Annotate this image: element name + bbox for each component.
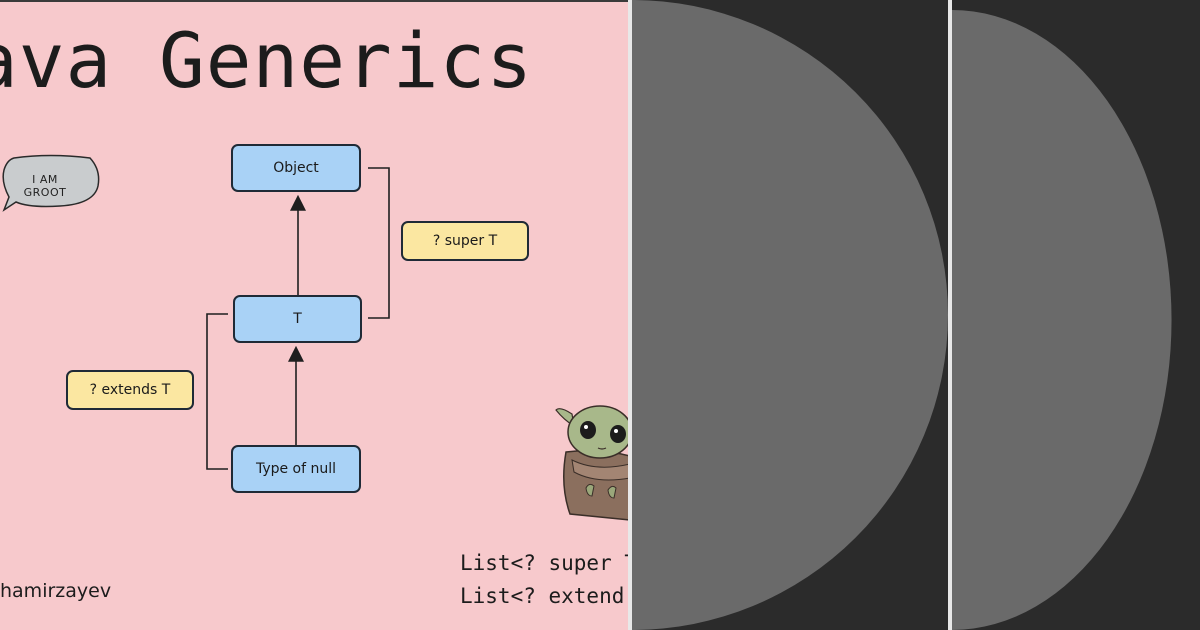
node-t: T bbox=[233, 295, 362, 343]
code-line-super: List<? super T bbox=[460, 551, 630, 575]
slide-thumbnail: ava Generics Object T Type of null ? sup… bbox=[0, 0, 630, 630]
panel-divider bbox=[948, 0, 952, 630]
semicircle-shape-1 bbox=[632, 0, 948, 630]
node-object-label: Object bbox=[273, 160, 319, 176]
label-extends-text: ? extends T bbox=[89, 382, 171, 398]
label-super-text: ? super T bbox=[432, 233, 498, 249]
slide-title: ava Generics bbox=[0, 16, 534, 105]
diagram-connectors bbox=[206, 167, 390, 470]
code-line-extends: List<? extend bbox=[460, 584, 625, 608]
node-t-label: T bbox=[293, 311, 302, 327]
speech-bubble-icon bbox=[2, 154, 100, 212]
speech-bubble-text: I AM GROOT bbox=[23, 173, 67, 199]
node-object: Object bbox=[231, 144, 361, 192]
thumbnail-divider bbox=[628, 0, 632, 630]
label-super: ? super T bbox=[401, 221, 529, 261]
baby-yoda-icon bbox=[555, 405, 630, 521]
dark-panel-1 bbox=[632, 0, 948, 630]
super-bracket bbox=[368, 167, 390, 319]
node-type-of-null-label: Type of null bbox=[255, 461, 337, 477]
author-handle: hamirzayev bbox=[0, 580, 112, 602]
label-extends: ? extends T bbox=[66, 370, 194, 410]
extends-bracket bbox=[206, 313, 228, 470]
node-type-of-null: Type of null bbox=[231, 445, 361, 493]
dark-panel-2 bbox=[952, 0, 1200, 630]
semicircle-shape-2 bbox=[952, 10, 1172, 630]
